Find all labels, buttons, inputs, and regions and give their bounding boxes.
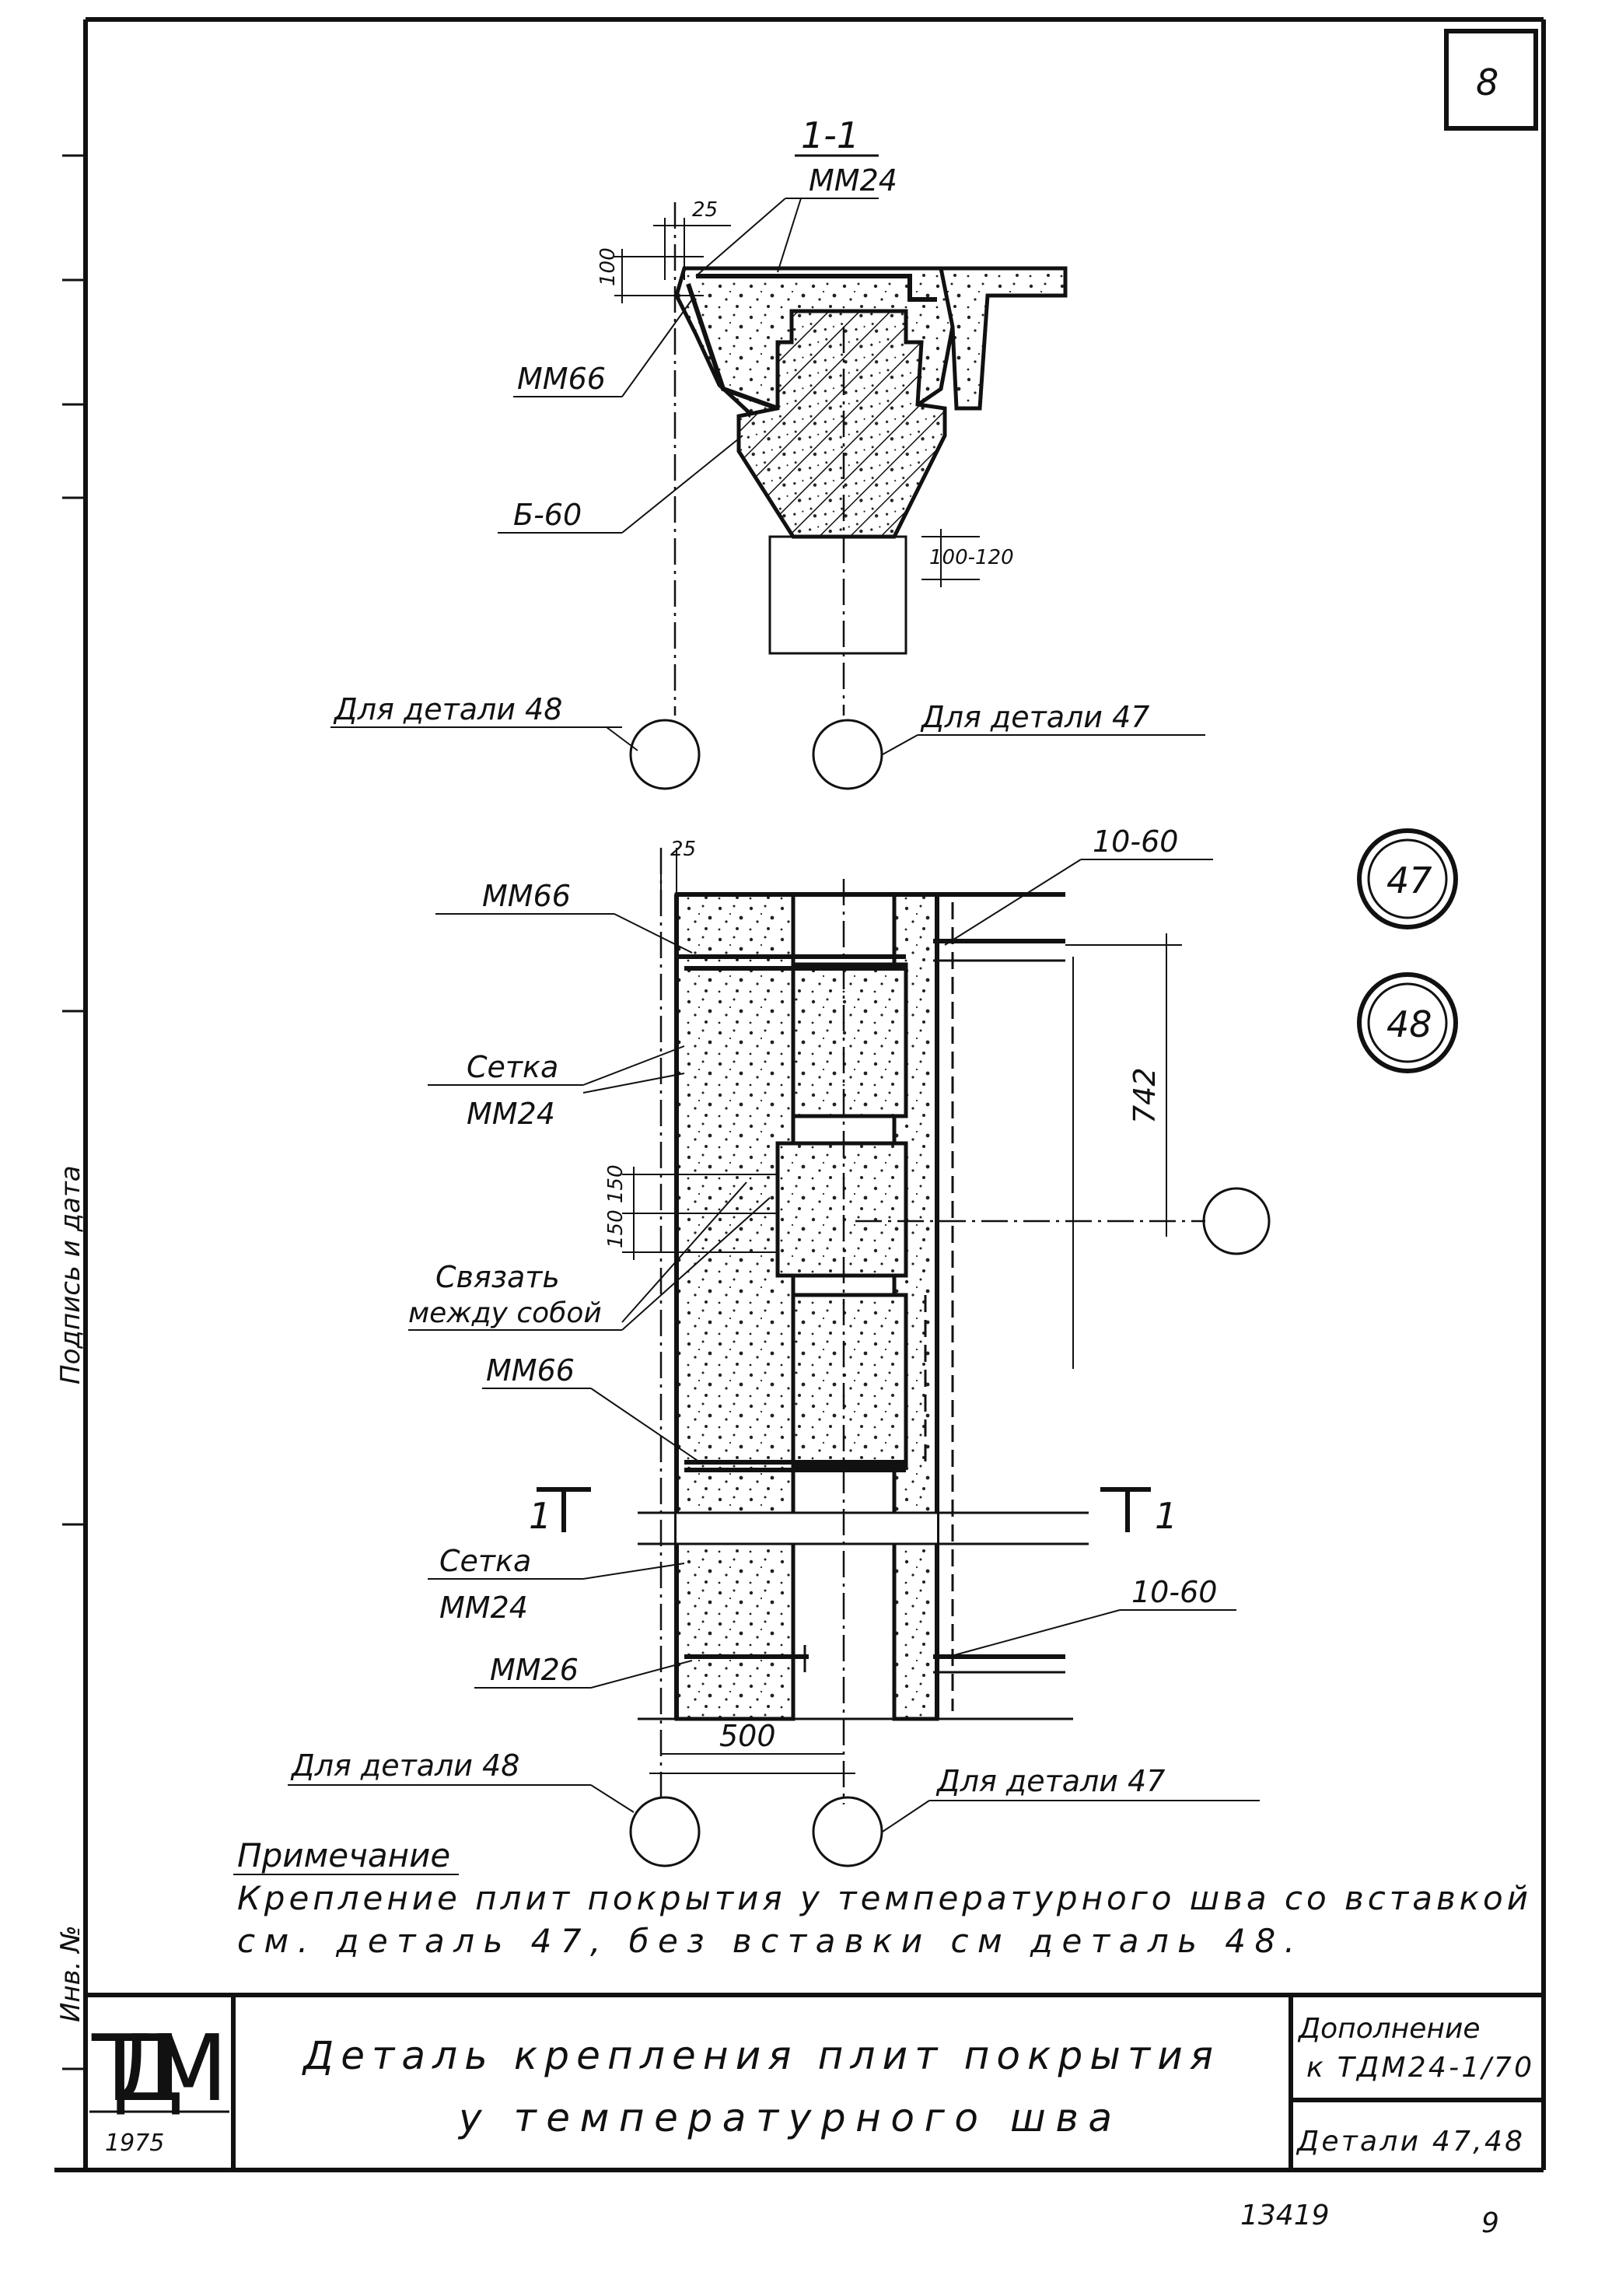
plan-block-1	[791, 962, 908, 1118]
dim-100-120: 100-120	[929, 546, 1014, 569]
ref-circle-right	[1202, 1187, 1271, 1255]
sheet-number: 8	[1476, 61, 1498, 103]
label-detail-47-top: Для детали 47	[920, 700, 1149, 734]
label-10-60-top: 10-60	[1093, 824, 1178, 859]
plan-concrete-left	[674, 892, 796, 1721]
slab-right	[938, 266, 1068, 411]
section-title: 1-1	[801, 114, 859, 156]
note-heading: Примечание	[237, 1836, 450, 1874]
label-detail-48-bottom: Для детали 48	[290, 1748, 519, 1783]
title-line-2: у температурного шва	[457, 2095, 1112, 2140]
label-mm66-plan-top: ММ66	[482, 879, 571, 913]
marker-48: 48	[1386, 1003, 1432, 1045]
label-mm66-section: ММ66	[517, 362, 606, 396]
details-label: Детали 47,48	[1296, 2126, 1523, 2158]
ref-circle-48-top	[629, 719, 701, 790]
label-detail-47-bottom: Для детали 47	[935, 1764, 1165, 1798]
dim-150-150: 150 150	[604, 1164, 628, 1248]
dim-25-section: 25	[692, 198, 718, 222]
margin-strip: Подпись и дата Инв. №	[55, 1165, 86, 2022]
label-mm24-plan-top: ММ24	[467, 1097, 555, 1131]
ref-circle-47-top	[812, 719, 883, 790]
label-setka-bottom: Сетка	[439, 1544, 531, 1578]
margin-signature-text: Подпись и дата	[55, 1165, 86, 1384]
title-line-1: Деталь крепления плит покрытия	[302, 2033, 1213, 2078]
note: Примечание Крепление плит покрытия у тем…	[233, 1836, 1528, 1960]
label-svyazat-2: между собой	[408, 1297, 602, 1329]
dim-742: 742	[1128, 1067, 1162, 1124]
label-mm24-plan-bottom: ММ24	[439, 1591, 528, 1625]
note-line-1: Крепление плит покрытия у температурного…	[237, 1879, 1528, 1917]
label-mm24-section: ММ24	[809, 163, 897, 198]
marker-47: 47	[1386, 859, 1432, 901]
label-svyazat-1: Связать	[435, 1260, 560, 1294]
note-line-2: см. деталь 47, без вставки см деталь 48.	[237, 1922, 1295, 1960]
footer: 13419 9	[1240, 2200, 1499, 2239]
cut-mark-left: 1	[529, 1495, 551, 1537]
ref-circle-48-bottom	[629, 1796, 701, 1867]
plan-view: 742 150 150 25 500 ММ66 10-60 Сетка ММ24…	[288, 824, 1271, 1867]
cut-mark-right: 1	[1155, 1495, 1177, 1537]
sheet-frame	[54, 17, 1546, 2172]
dim-25-plan: 25	[670, 838, 696, 861]
supplement-line-2: к ТДМ24-1/70	[1306, 2052, 1532, 2084]
sheet-number-box: 8	[1444, 29, 1538, 131]
label-10-60-bottom: 10-60	[1131, 1575, 1217, 1609]
margin-stamp-text: Инв. №	[55, 1925, 86, 2022]
label-b60-section: Б-60	[513, 498, 582, 532]
dim-500: 500	[719, 1719, 776, 1753]
title-block-year: 1975	[105, 2130, 164, 2157]
section-1-1: 1-1 100 25 100-120 ММ24	[330, 114, 1205, 790]
footer-code: 13419	[1240, 2200, 1330, 2231]
plan-block-3	[791, 1293, 908, 1468]
label-detail-48-top: Для детали 48	[333, 692, 562, 726]
label-mm26: ММ26	[490, 1653, 579, 1687]
ref-circle-47-bottom	[812, 1796, 883, 1867]
footer-page: 9	[1481, 2207, 1499, 2239]
title-block: ТДМ 1975 Деталь крепления плит покрытия …	[86, 1993, 1544, 2170]
label-mm66-plan-bottom: ММ66	[486, 1353, 575, 1388]
supplement-line-1: Дополнение	[1297, 2013, 1481, 2045]
label-setka-top: Сетка	[467, 1050, 558, 1084]
detail-markers: 47 48	[1357, 828, 1458, 1073]
title-block-logo: ТДМ	[91, 2014, 228, 2122]
plan-block-2	[775, 1141, 908, 1278]
dim-100-top: 100	[596, 247, 620, 286]
